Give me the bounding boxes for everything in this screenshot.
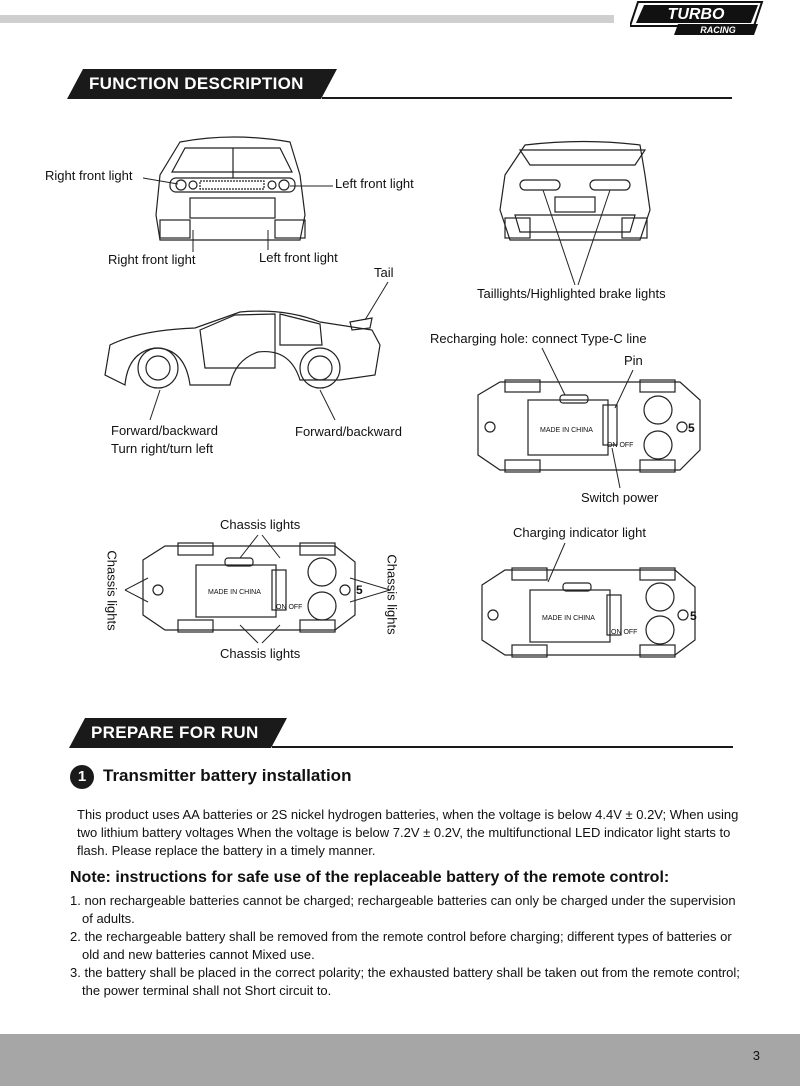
label-right-front-light: Right front light bbox=[45, 168, 133, 183]
chassis-made-in-text-2: MADE IN CHINA bbox=[208, 589, 261, 596]
list-item: 3. the battery shall be placed in the co… bbox=[70, 965, 740, 998]
label-charging-indicator: Charging indicator light bbox=[513, 525, 646, 540]
chassis-onoff-text: ON OFF bbox=[607, 442, 633, 449]
car-side-view bbox=[104, 310, 381, 389]
chassis-bottom-right bbox=[481, 567, 696, 658]
chassis-number-text-2: 5 bbox=[356, 583, 363, 597]
section-title-text: PREPARE FOR RUN bbox=[91, 723, 259, 742]
label-forward-backward-turn-2: Turn right/turn left bbox=[111, 441, 214, 456]
label-chassis-lights-bottom: Chassis lights bbox=[220, 646, 301, 661]
chassis-number-text-3: 5 bbox=[690, 609, 697, 623]
function-description-heading: FUNCTION DESCRIPTION bbox=[67, 69, 732, 99]
chassis-made-in-text: MADE IN CHINA bbox=[540, 427, 593, 434]
page-number: 3 bbox=[752, 1048, 760, 1063]
logo-top-text: TURBO bbox=[668, 6, 725, 23]
label-taillights: Taillights/Highlighted brake lights bbox=[477, 286, 666, 301]
chassis-onoff-text-2: ON OFF bbox=[276, 604, 302, 611]
step-number-badge: 1 bbox=[70, 765, 94, 789]
prepare-for-run-heading: PREPARE FOR RUN bbox=[69, 718, 733, 748]
car-rear-view bbox=[499, 140, 651, 241]
label-forward-backward: Forward/backward bbox=[295, 424, 402, 439]
chassis-top-right bbox=[477, 379, 701, 473]
label-right-front-light-2: Right front light bbox=[108, 252, 196, 267]
header-bar bbox=[0, 15, 614, 23]
logo-bottom-text: RACING bbox=[700, 25, 736, 35]
chassis-made-in-text-3: MADE IN CHINA bbox=[542, 615, 595, 622]
note-heading: Note: instructions for safe use of the r… bbox=[70, 869, 670, 886]
label-switch-power: Switch power bbox=[581, 490, 659, 505]
section-title-text: FUNCTION DESCRIPTION bbox=[89, 74, 304, 93]
chassis-bottom-left bbox=[142, 542, 356, 633]
chassis-number-text: 5 bbox=[688, 421, 695, 435]
label-forward-backward-turn-1: Forward/backward bbox=[111, 423, 218, 438]
label-left-front-light: Left front light bbox=[335, 176, 414, 191]
label-chassis-lights-top: Chassis lights bbox=[220, 517, 301, 532]
footer-bar: 3 bbox=[0, 1034, 800, 1086]
list-item: 2. the rechargeable battery shall be rem… bbox=[70, 929, 732, 962]
list-item: 1. non rechargeable batteries cannot be … bbox=[70, 893, 736, 926]
label-chassis-lights-left: Chassis lights bbox=[104, 550, 120, 631]
battery-paragraph: This product uses AA batteries or 2S nic… bbox=[77, 807, 739, 858]
step-title: Transmitter battery installation bbox=[103, 766, 352, 785]
label-recharging-hole: Recharging hole: connect Type-C line bbox=[430, 331, 647, 346]
label-left-front-light-2: Left front light bbox=[259, 250, 338, 265]
car-front-view bbox=[155, 136, 306, 241]
label-pin: Pin bbox=[624, 353, 643, 368]
label-chassis-lights-right: Chassis lights bbox=[384, 554, 400, 635]
chassis-onoff-text-3: ON OFF bbox=[611, 629, 637, 636]
turbo-racing-logo: TURBO RACING bbox=[630, 0, 764, 35]
note-list: 1. non rechargeable batteries cannot be … bbox=[70, 892, 750, 1000]
label-tail: Tail bbox=[374, 265, 394, 280]
